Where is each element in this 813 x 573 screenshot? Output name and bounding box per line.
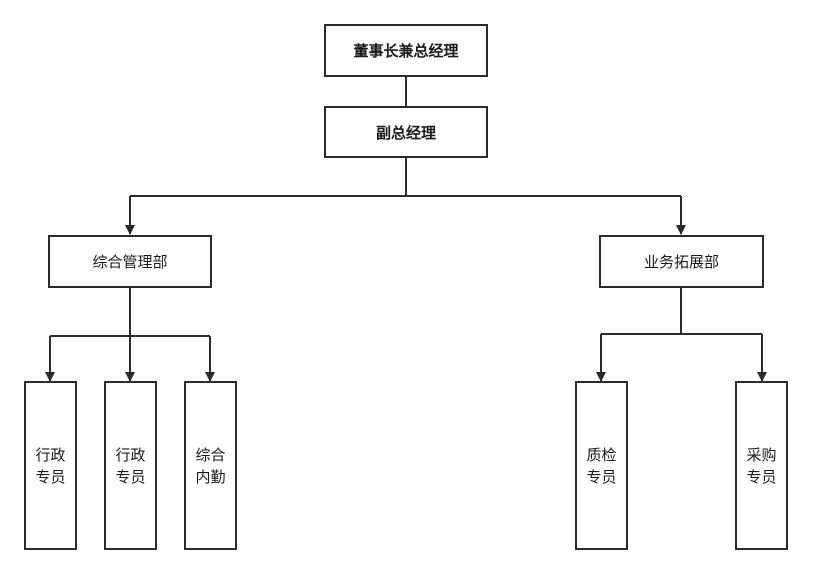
node-qc-staff: 质检 专员 [575, 381, 628, 550]
node-admin-staff-2-label: 行政 专员 [115, 445, 146, 486]
node-chairman-label: 董事长兼总经理 [353, 42, 459, 60]
node-admin-staff-2: 行政 专员 [104, 381, 157, 550]
node-qc-staff-label: 质检 专员 [586, 445, 617, 486]
node-deputy-gm-label: 副总经理 [375, 123, 436, 142]
node-chairman: 董事长兼总经理 [324, 24, 488, 77]
node-deputy-gm: 副总经理 [324, 106, 488, 158]
node-admin-staff-1: 行政 专员 [24, 381, 77, 550]
node-admin-staff-1-label: 行政 专员 [35, 445, 66, 486]
node-purchase-staff: 采购 专员 [735, 381, 788, 550]
node-purchase-staff-label: 采购 专员 [746, 445, 777, 486]
node-general-logistics: 综合 内勤 [184, 381, 237, 550]
node-business-dept-label: 业务拓展部 [643, 253, 719, 271]
node-business-dept: 业务拓展部 [599, 235, 764, 288]
node-general-logistics-label: 综合 内勤 [195, 445, 226, 486]
node-general-dept: 综合管理部 [48, 235, 212, 288]
node-general-dept-label: 综合管理部 [92, 253, 168, 271]
